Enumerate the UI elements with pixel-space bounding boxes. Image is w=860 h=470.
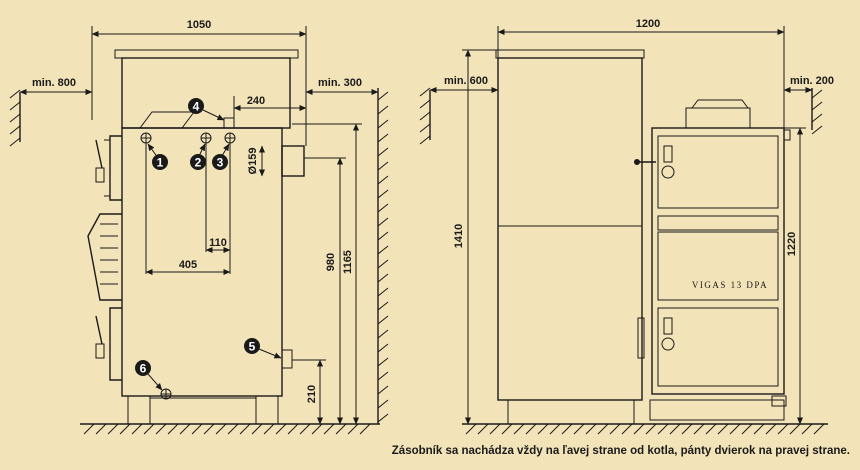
- boiler-top-cap: [691, 99, 749, 109]
- boiler-top-vent: [685, 107, 751, 129]
- connection-3-cross: [225, 133, 235, 143]
- brand-label: VIGAS 13 DPA: [692, 280, 768, 290]
- marker-5: 5: [244, 338, 282, 359]
- connection-1-cross: [141, 133, 151, 143]
- wall-right-inner-hatch: [811, 89, 823, 135]
- wall-left-outer-hatch: [9, 89, 21, 147]
- dim-210: 210: [306, 385, 318, 403]
- dim-min-600: min. 600: [444, 75, 488, 87]
- fitting-4: [223, 117, 235, 129]
- dim-min-300: min. 300: [318, 77, 362, 89]
- dim-d159: Ø159: [247, 148, 259, 175]
- svg-text:4: 4: [193, 100, 200, 114]
- floor-hatch-right: [465, 423, 825, 435]
- hopper-lid: [114, 49, 299, 59]
- dim-240: 240: [247, 95, 265, 107]
- boiler-body-right: [651, 127, 785, 395]
- middle-door-side: [87, 213, 122, 301]
- middle-panel: [657, 231, 779, 301]
- upper-door-handle: [663, 145, 673, 163]
- hopper-base: [507, 399, 635, 425]
- lower-handle-grip: [95, 343, 105, 359]
- svg-text:5: 5: [249, 340, 256, 354]
- marker-3: 3: [212, 143, 230, 170]
- connection-6-cross: [161, 389, 171, 399]
- marker-1: 1: [147, 143, 168, 170]
- caption: Zásobník sa nachádza vždy na ľavej stran…: [392, 445, 850, 457]
- svg-text:6: 6: [140, 362, 147, 376]
- dim-1410: 1410: [453, 224, 465, 248]
- dim-1220: 1220: [786, 232, 798, 256]
- marker-4: 4: [188, 98, 225, 121]
- wall-right-outer-hatch: [419, 87, 431, 145]
- fuel-hopper: [121, 57, 291, 129]
- lower-door-knob: [661, 337, 675, 351]
- middle-door-ribs: [100, 223, 118, 285]
- dim-980: 980: [325, 253, 337, 271]
- connection-5: [281, 349, 293, 369]
- upper-door-knob: [661, 165, 675, 179]
- hopper-handle-knob: [634, 159, 640, 165]
- leg-left-b: [255, 395, 279, 425]
- dim-1165: 1165: [342, 250, 354, 274]
- dim-1200: 1200: [636, 18, 660, 30]
- floor-hatch-left: [83, 423, 371, 435]
- marker-6: 6: [135, 360, 163, 391]
- upper-handle: [95, 139, 103, 169]
- dim-min-200: min. 200: [790, 75, 834, 87]
- boiler-base: [649, 399, 785, 421]
- dim-min-800: min. 800: [32, 77, 76, 89]
- left-side-view: 1050 min. 800 min. 300 240 Ø159 110 405 …: [9, 19, 389, 435]
- lower-door-side: [109, 307, 122, 381]
- upper-handle-grip: [95, 167, 105, 183]
- top-cap: [139, 111, 195, 129]
- dim-110: 110: [209, 237, 227, 249]
- smoke-pipe: [281, 145, 305, 177]
- upper-door-side: [109, 135, 122, 201]
- svg-text:3: 3: [217, 156, 224, 170]
- lower-door-handle: [663, 317, 673, 335]
- marker-2: 2: [190, 143, 206, 170]
- hopper-lower-latch: [637, 317, 645, 359]
- upper-hinge: [104, 139, 110, 197]
- upper-panel: [657, 215, 779, 231]
- boiler-body-left: [121, 127, 283, 397]
- svg-text:2: 2: [195, 156, 202, 170]
- dim-405: 405: [179, 259, 197, 271]
- wall-left-inner-hatch: [377, 91, 389, 423]
- hopper-lid-right: [495, 49, 645, 59]
- boiler-base-tab: [771, 395, 787, 407]
- lower-handle: [95, 315, 103, 345]
- svg-text:1: 1: [157, 156, 164, 170]
- leg-left-a: [127, 395, 151, 425]
- connection-2-cross: [201, 133, 211, 143]
- boiler-side-tab: [783, 129, 791, 141]
- fuel-hopper-right: [497, 57, 643, 401]
- dim-1050: 1050: [187, 19, 211, 31]
- right-front-view: VIGAS 13 DPA 1200 min. 600 min. 200 1410…: [419, 18, 834, 435]
- lower-door: [657, 307, 779, 387]
- upper-door: [657, 135, 779, 209]
